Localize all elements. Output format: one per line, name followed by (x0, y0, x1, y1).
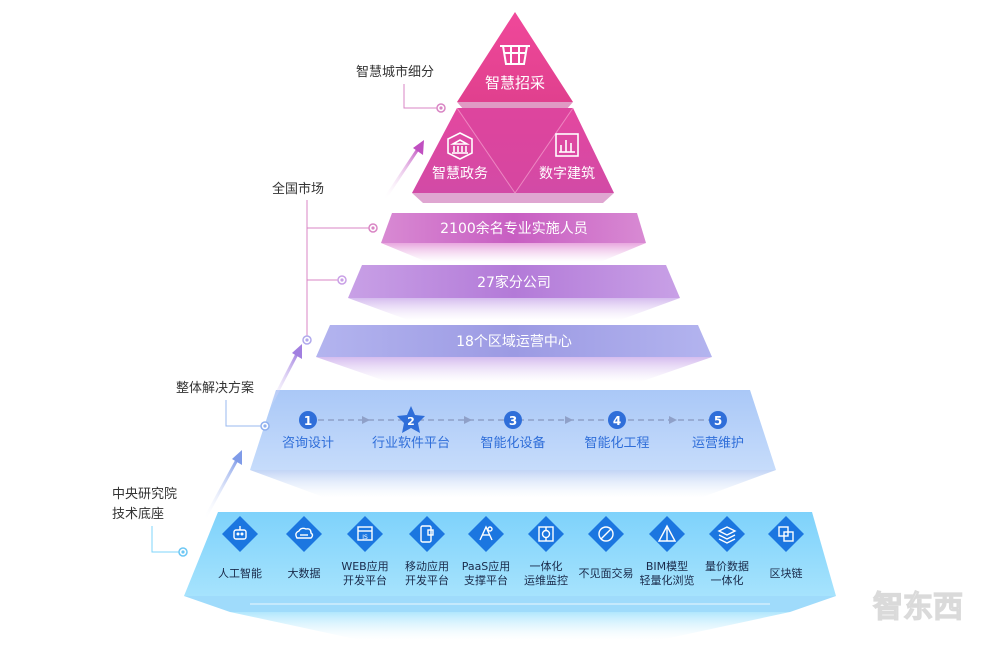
steps-arrowheads (362, 416, 677, 424)
band-base-reflection (230, 612, 790, 640)
bim-model-icon (657, 524, 677, 542)
band-branches (348, 265, 680, 298)
no-face-trade-icon (598, 526, 614, 542)
layers-icon (717, 526, 737, 544)
national-market-label: 全国市场 (272, 181, 324, 197)
base-item-ai-line1: 人工智能 (218, 566, 262, 580)
smart-city-label: 智慧城市细分 (356, 64, 434, 80)
step-4: 4 智能化工程 (584, 411, 650, 451)
research-label-line2: 技术底座 (112, 506, 164, 522)
base-item-web-line2: 开发平台 (343, 573, 387, 587)
base-item-web-line1: WEB应用 (341, 559, 388, 573)
research-callout: 中央研究院 技术底座 (112, 487, 188, 557)
base-item-web: JS WEB应用 开发平台 (341, 516, 389, 587)
step-4-label: 智能化工程 (584, 436, 649, 451)
band-steps-shadow (250, 470, 776, 498)
shopping-basket-icon (500, 45, 530, 65)
growth-arrow-bottom (202, 450, 242, 521)
step-5-number: 5 (714, 414, 722, 428)
smart-city-callout: 智慧城市细分 (356, 64, 446, 113)
step-1-number: 1 (304, 414, 312, 428)
step-5-label: 运营维护 (692, 436, 744, 451)
base-item-ai: 人工智能 (218, 516, 262, 580)
web-js-icon: JS (357, 526, 373, 541)
step-2-number: 2 (407, 415, 415, 428)
base-item-bim: BIM模型 轻量化浏览 (640, 516, 695, 587)
overall-solution-callout: 整体解决方案 (176, 380, 270, 431)
national-market-callout: 全国市场 (272, 181, 378, 345)
band-centers-shadow (316, 357, 712, 382)
svg-text:JS: JS (361, 534, 368, 541)
step-4-number: 4 (613, 414, 621, 428)
step-2-label: 行业软件平台 (372, 436, 450, 451)
base-item-pricedata-line1: 量价数据 (705, 559, 749, 573)
step-3-number: 3 (509, 414, 517, 428)
cloud-data-icon (295, 527, 314, 539)
base-item-trade: 不见面交易 (579, 516, 634, 580)
base-item-monitor-line1: 一体化 (530, 559, 563, 573)
band-staff-label: 2100余名专业实施人员 (440, 220, 588, 237)
step-2: 2 行业软件平台 (372, 406, 450, 451)
band-steps (250, 390, 776, 470)
monitor-icon (538, 526, 554, 542)
step-1: 1 咨询设计 (282, 411, 334, 451)
overall-solution-label: 整体解决方案 (176, 380, 254, 396)
base-item-pricedata: 量价数据 一体化 (705, 516, 749, 587)
step-1-label: 咨询设计 (282, 436, 334, 451)
growth-arrow-middle (266, 344, 302, 411)
apex-tier (457, 12, 573, 102)
base-item-monitor-line2: 运维监控 (524, 573, 568, 587)
row2-tier-shadow (412, 193, 614, 203)
government-building-icon (447, 132, 473, 160)
band-staff (381, 213, 646, 243)
mobile-app-icon (420, 525, 434, 543)
band-centers (316, 325, 712, 357)
base-item-monitor: 一体化 运维监控 (524, 516, 568, 587)
row2-divider-triangle (457, 108, 573, 193)
step-3-label: 智能化设备 (480, 435, 545, 451)
base-item-mobile-line2: 开发平台 (405, 573, 449, 587)
research-label-line1: 中央研究院 (112, 487, 177, 502)
row2-left-label: 智慧政务 (432, 166, 488, 182)
base-item-pricedata-line2: 一体化 (711, 573, 744, 587)
band-centers-label: 18个区域运营中心 (456, 334, 572, 350)
base-item-mobile: 移动应用 开发平台 (405, 516, 449, 587)
apex-label: 智慧招采 (485, 74, 545, 92)
blockchain-icon (778, 526, 794, 542)
watermark-logo: 智东西 (873, 590, 963, 625)
base-item-trade-line1: 不见面交易 (579, 566, 634, 580)
base-item-blockchain-line1: 区块链 (770, 566, 803, 580)
growth-arrow-top (382, 140, 424, 201)
base-item-bigdata-line1: 大数据 (288, 566, 321, 580)
band-staff-shadow (381, 243, 646, 262)
star-icon (397, 406, 425, 433)
base-item-blockchain: 区块链 (768, 516, 804, 580)
base-item-bigdata: 大数据 (286, 516, 322, 580)
paas-icon (479, 525, 493, 541)
base-item-paas-line1: PaaS应用 (462, 559, 511, 573)
step-5: 5 运营维护 (692, 411, 744, 451)
row2-right-label: 数字建筑 (539, 166, 595, 182)
base-item-bim-line2: 轻量化浏览 (640, 573, 695, 587)
base-item-bim-line1: BIM模型 (646, 559, 688, 573)
base-item-mobile-line1: 移动应用 (405, 559, 449, 573)
base-item-paas: PaaS应用 支撑平台 (462, 516, 511, 587)
band-branches-shadow (348, 298, 680, 320)
base-item-paas-line2: 支撑平台 (464, 573, 508, 587)
band-branches-label: 27家分公司 (477, 274, 551, 291)
bar-chart-icon (555, 133, 579, 157)
robot-icon (233, 526, 247, 540)
step-3: 3 智能化设备 (480, 411, 546, 451)
